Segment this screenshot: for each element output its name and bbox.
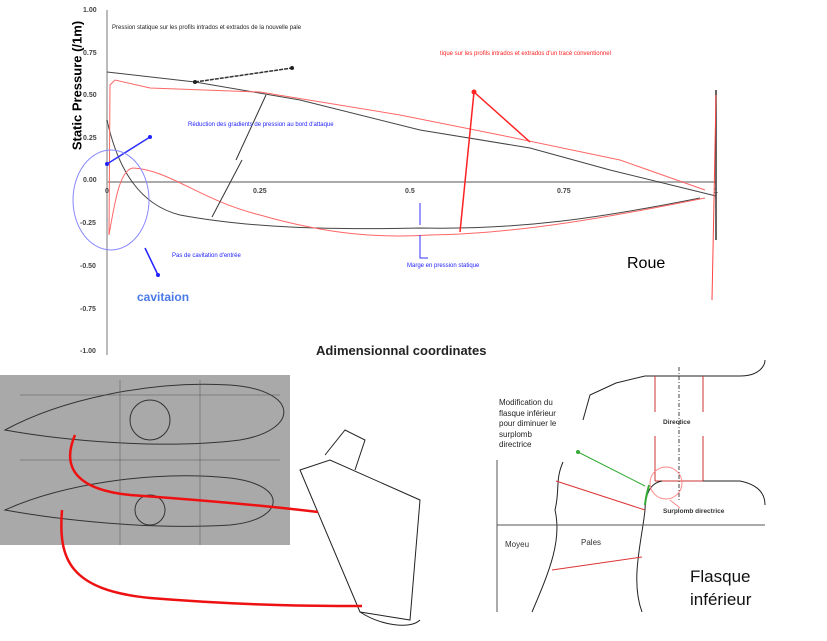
x-tick: 0 <box>105 188 109 195</box>
y-tick: -0.75 <box>80 306 96 313</box>
x-tick: 0.25 <box>253 188 267 195</box>
y-tick: 0.50 <box>83 92 97 99</box>
flasque-diagram <box>496 359 766 613</box>
pales-label: Pales <box>581 538 602 547</box>
black-pointer <box>194 67 293 83</box>
note-line: Modification du <box>499 398 553 407</box>
modification-note: Modification du flasque inférieur pour d… <box>499 398 556 451</box>
conventional-lower-curve <box>108 167 706 237</box>
black-pointer-2 <box>235 94 267 161</box>
margin-arrow <box>419 203 428 259</box>
margin-annotation: Marge en pression statique <box>407 263 480 269</box>
y-tick: -1.00 <box>80 348 96 355</box>
note-line: directrice <box>499 440 532 449</box>
note-line: surplomb <box>499 429 532 439</box>
black-pointer-3 <box>211 159 243 218</box>
trailing-edge-red <box>711 94 717 301</box>
cavitation-pointer <box>144 247 159 276</box>
conventional-title: tique sur les profils intrados et extrad… <box>440 51 611 57</box>
x-tick: 0.75 <box>557 188 571 195</box>
new-blade-upper-curve <box>106 71 717 197</box>
y-tick: -0.50 <box>80 263 96 270</box>
surplomb-label: Surplomb directrice <box>663 508 725 515</box>
y-tick: -0.25 <box>80 220 96 227</box>
directrice-label: Directice <box>663 419 691 426</box>
x-tick: 1 <box>714 188 718 195</box>
y-tick: 0.25 <box>83 135 97 142</box>
flasque-title-line: inférieur <box>690 590 752 609</box>
x-tick: 0.5 <box>405 188 415 195</box>
green-pointer <box>577 451 646 487</box>
y-tick: 1.00 <box>83 7 97 14</box>
red-pointer <box>459 91 531 233</box>
moyeu-label: Moyeu <box>505 540 530 549</box>
red-arrow-lower <box>60 509 363 608</box>
gradient-annotation: Réduction des gradients de pression au b… <box>188 122 334 128</box>
new-blade-lower-curve <box>106 119 701 230</box>
flasque-title: Flasque inférieur <box>690 565 751 611</box>
cavitation-circle <box>72 149 150 251</box>
flasque-title-line: Flasque <box>690 567 751 586</box>
blade-sketch <box>299 459 421 621</box>
note-line: pour diminuer le <box>499 419 557 428</box>
cavitation-entry-annotation: Pas de cavitation d'entrée <box>172 253 241 259</box>
y-tick: 0.75 <box>83 50 97 57</box>
y-tick: 0.00 <box>83 177 97 184</box>
x-axis-label: Adimensionnal coordinates <box>316 343 487 358</box>
y-axis-label: Static Pressure (/1m) <box>69 20 85 151</box>
new-blade-title: Pression statique sur les profils intrad… <box>112 25 302 31</box>
conventional-upper-curve <box>108 79 706 236</box>
blue-pointer <box>106 136 151 165</box>
red-arrow-upper <box>69 434 319 514</box>
cavitation-label: cavitaion <box>137 290 190 304</box>
note-line: flasque inférieur <box>499 408 556 418</box>
roue-label: Roue <box>627 255 666 272</box>
